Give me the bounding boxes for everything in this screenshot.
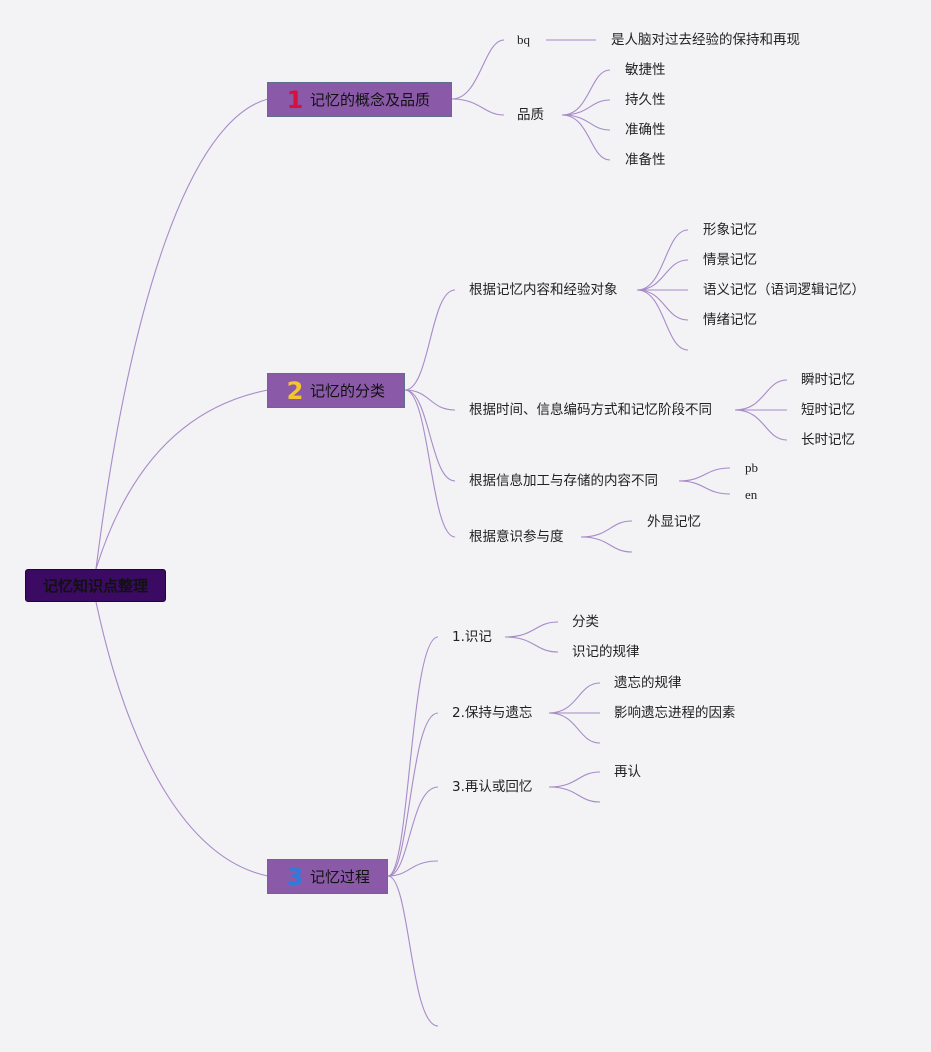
node-process-encoding[interactable]: 1.识记 <box>452 629 492 645</box>
link-t2-c2 <box>404 389 456 411</box>
topic-3-node[interactable]: 3 记忆过程 <box>267 859 388 894</box>
link-q-1 <box>561 69 611 116</box>
link-t1-quality <box>451 98 505 116</box>
node-class-item[interactable]: 情景记忆 <box>703 252 757 268</box>
number-1-icon: 1 <box>286 85 304 114</box>
link-t1-bq <box>451 39 505 100</box>
link-q-3 <box>561 114 611 131</box>
topic-2-node[interactable]: 2 记忆的分类 <box>267 373 405 408</box>
node-quality[interactable]: 品质 <box>517 107 544 123</box>
node-process-retention[interactable]: 2.保持与遗忘 <box>452 705 533 721</box>
node-class-item[interactable]: 长时记忆 <box>801 432 855 448</box>
root-node[interactable]: 记忆知识点整理 <box>25 569 166 602</box>
node-quality-item[interactable]: 准确性 <box>625 122 666 138</box>
node-process-item[interactable]: 影响遗忘进程的因素 <box>614 705 736 721</box>
node-process-item[interactable]: 识记的规律 <box>572 644 640 660</box>
link-t2-c1 <box>404 289 456 391</box>
node-class-item[interactable]: 外显记忆 <box>647 514 701 530</box>
link-q-2 <box>561 99 611 116</box>
node-process-recall[interactable]: 3.再认或回忆 <box>452 779 533 795</box>
node-bq-definition[interactable]: 是人脑对过去经验的保持和再现 <box>611 32 800 48</box>
node-process-item[interactable]: 再认 <box>614 764 641 780</box>
node-class-item[interactable]: 情绪记忆 <box>703 312 757 328</box>
node-quality-item[interactable]: 敏捷性 <box>625 62 666 78</box>
node-process-item[interactable]: 分类 <box>572 614 599 630</box>
node-class-item[interactable]: pb <box>745 460 758 475</box>
node-class-item[interactable]: en <box>745 487 758 502</box>
link-q-4 <box>561 114 611 161</box>
link-root-topic3 <box>95 601 269 877</box>
topic-1-label: 记忆的概念及品质 <box>310 91 431 109</box>
node-class-awareness[interactable]: 根据意识参与度 <box>469 529 564 545</box>
node-quality-item[interactable]: 准备性 <box>625 152 666 168</box>
link-root-topic1 <box>95 98 269 570</box>
link-root-topic2 <box>95 389 269 570</box>
topic-3-label: 记忆过程 <box>310 868 371 886</box>
number-3-icon: 3 <box>286 862 304 891</box>
number-2-icon: 2 <box>286 376 304 405</box>
link-t2-c3 <box>404 389 456 482</box>
node-bq[interactable]: bq <box>517 32 530 47</box>
node-class-content[interactable]: 根据记忆内容和经验对象 <box>469 282 618 298</box>
node-class-processing[interactable]: 根据信息加工与存储的内容不同 <box>469 473 658 489</box>
topic-1-node[interactable]: 1 记忆的概念及品质 <box>267 82 452 117</box>
node-class-item[interactable]: 形象记忆 <box>703 222 757 238</box>
node-class-item[interactable]: 短时记忆 <box>801 402 855 418</box>
link-t2-c4 <box>404 389 456 538</box>
node-class-time[interactable]: 根据时间、信息编码方式和记忆阶段不同 <box>469 402 712 418</box>
node-class-item[interactable]: 瞬时记忆 <box>801 372 855 388</box>
topic-2-label: 记忆的分类 <box>310 382 386 400</box>
node-process-item[interactable]: 遗忘的规律 <box>614 675 682 691</box>
node-class-item[interactable]: 语义记忆（语词逻辑记忆） <box>703 282 865 298</box>
node-quality-item[interactable]: 持久性 <box>625 92 666 108</box>
